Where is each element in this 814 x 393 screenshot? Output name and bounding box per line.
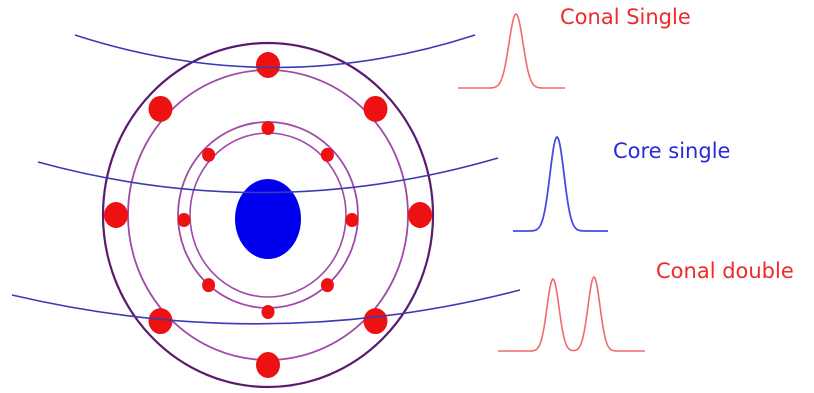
inner-cone-spot-8	[202, 147, 216, 162]
pulse-profiles	[458, 12, 645, 352]
inner-cone-spot-6	[202, 278, 216, 293]
inner-cone-spot-4	[320, 278, 334, 293]
inner-cone-spot-1	[261, 120, 275, 136]
core-single-profile	[513, 135, 608, 232]
inner-cone-spot-5	[261, 304, 275, 320]
outer-cone-spot-8	[148, 95, 173, 122]
core-single-label: Core single	[613, 139, 730, 163]
outer-cone-outer-ring	[101, 41, 435, 389]
outer-cone-spot-5	[256, 352, 280, 378]
sightline-top	[74, 34, 476, 69]
inner-cone-spot-3	[345, 212, 359, 228]
core-emission-disk	[235, 179, 301, 259]
outer-cone-spot-7	[104, 202, 128, 228]
conal-single-profile	[458, 12, 565, 89]
sightline-middle	[37, 157, 499, 194]
outer-cone-spot-6	[148, 308, 173, 335]
inner-cone-spots	[177, 120, 359, 320]
sightline-bottom	[11, 289, 521, 325]
outer-cone-spot-1	[256, 52, 280, 78]
conal-single-label: Conal Single	[560, 5, 691, 29]
outer-cone-spot-3	[408, 202, 432, 228]
conal-double-label: Conal double	[656, 259, 794, 283]
conal-double-profile	[498, 275, 645, 352]
sightlines	[11, 34, 521, 325]
inner-cone-spot-2	[320, 147, 334, 162]
outer-cone-spot-2	[363, 95, 388, 122]
outer-cone-spot-4	[363, 308, 388, 335]
outer-cone-spots	[104, 52, 432, 378]
inner-cone-spot-7	[177, 212, 191, 228]
